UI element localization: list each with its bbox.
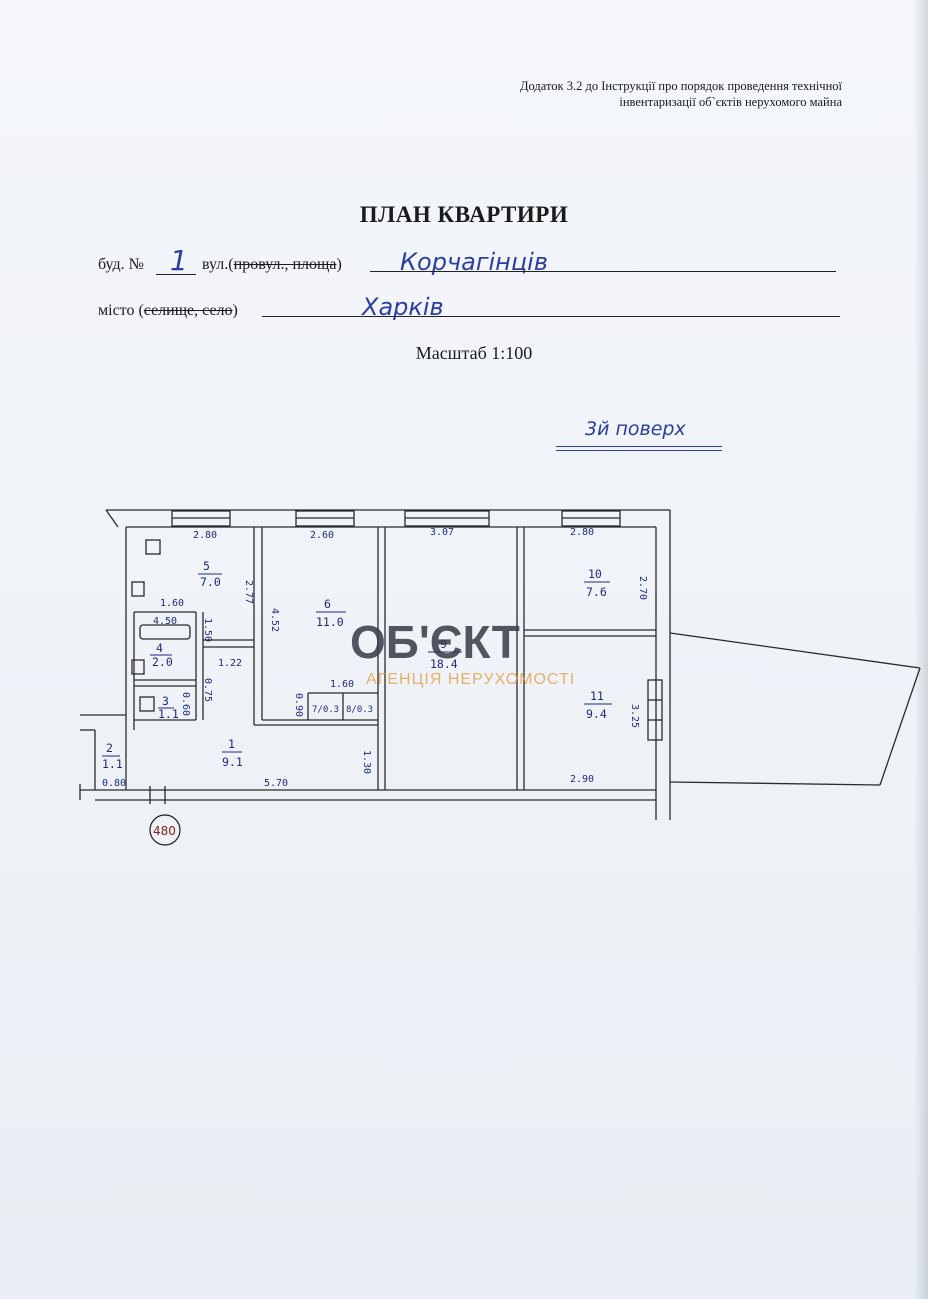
room-3: 3 1.1 bbox=[158, 694, 179, 721]
stamp-number: 480 bbox=[153, 824, 176, 838]
svg-text:7.6: 7.6 bbox=[586, 585, 607, 599]
svg-text:3: 3 bbox=[162, 694, 169, 708]
room-6: 6 11.0 bbox=[316, 597, 346, 629]
plan-rooms: 1 9.1 2 1.1 3 1.1 4 2.0 5 7 bbox=[102, 559, 612, 771]
svg-text:1.1: 1.1 bbox=[102, 757, 123, 771]
closet-8: 8/0.3 bbox=[346, 705, 373, 715]
svg-text:9.1: 9.1 bbox=[222, 755, 243, 769]
dim-top-4: 2.80 bbox=[570, 527, 594, 538]
city-underline bbox=[262, 316, 840, 317]
plan-dimensions: 2.80 2.60 3.07 2.80 1.60 4.50 1.22 1.60 … bbox=[102, 527, 648, 789]
dim-450: 4.50 bbox=[153, 616, 177, 627]
city-label: місто (селище, село) bbox=[98, 302, 238, 319]
building-number: 1 bbox=[170, 244, 188, 277]
svg-text:7.0: 7.0 bbox=[200, 575, 221, 589]
dim-277: 2.77 bbox=[243, 580, 254, 604]
dim-060: 0.60 bbox=[180, 692, 191, 716]
room-11: 11 9.4 bbox=[584, 689, 612, 721]
svg-text:11.0: 11.0 bbox=[316, 615, 344, 629]
page-title: ПЛАН КВАРТИРИ bbox=[359, 202, 569, 227]
annex-note: Додаток 3.2 до Інструкції про порядок пр… bbox=[422, 78, 842, 110]
annex-line-1: Додаток 3.2 до Інструкції про порядок пр… bbox=[520, 79, 842, 93]
floor-underline-1 bbox=[556, 446, 722, 447]
dim-452: 4.52 bbox=[269, 608, 280, 632]
svg-text:4: 4 bbox=[156, 641, 163, 655]
room-5: 5 7.0 bbox=[198, 559, 222, 589]
annex-line-2: інвентаризації об`єктів нерухомого майна bbox=[619, 95, 842, 109]
floor-underline-2 bbox=[556, 450, 722, 451]
dim-150: 1.50 bbox=[202, 618, 213, 642]
page-edge-shadow bbox=[914, 0, 928, 1299]
address-street-row: буд. № bbox=[98, 256, 144, 274]
scale-label: Масштаб 1:100 bbox=[415, 343, 533, 363]
watermark-brand: ОБ'ЄКТ bbox=[350, 616, 520, 668]
street-underline bbox=[370, 271, 836, 272]
svg-text:18.4: 18.4 bbox=[430, 657, 458, 671]
building-underline bbox=[156, 274, 196, 275]
dim-bottom-3: 2.90 bbox=[570, 774, 594, 785]
room-10: 10 7.6 bbox=[584, 567, 610, 599]
svg-text:11: 11 bbox=[590, 689, 604, 703]
svg-text:2.0: 2.0 bbox=[152, 655, 173, 669]
dim-bottom-2: 5.70 bbox=[264, 778, 288, 789]
svg-text:9: 9 bbox=[440, 637, 447, 651]
street-label: вул.(провул., площа) bbox=[202, 256, 342, 273]
svg-text:5: 5 bbox=[203, 559, 210, 573]
room-9: 9 18.4 bbox=[428, 637, 462, 671]
watermark-tagline: АГЕНЦІЯ НЕРУХОМОСТІ bbox=[366, 671, 575, 688]
svg-text:10: 10 bbox=[588, 567, 602, 581]
dim-075: 0.75 bbox=[202, 678, 213, 702]
svg-text:1.1: 1.1 bbox=[158, 707, 179, 721]
dim-160b: 1.60 bbox=[330, 679, 354, 690]
building-label: буд. № bbox=[98, 256, 144, 273]
dim-270: 2.70 bbox=[637, 576, 648, 600]
dim-130: 1.30 bbox=[361, 750, 372, 774]
city-label-struck: селище, село bbox=[143, 302, 233, 319]
plan-walls bbox=[79, 509, 921, 820]
inventory-stamp: 480 bbox=[149, 814, 181, 846]
room-1: 1 9.1 bbox=[222, 737, 243, 769]
dim-122: 1.22 bbox=[218, 658, 242, 669]
dim-top-2: 2.60 bbox=[310, 530, 334, 541]
svg-text:6: 6 bbox=[324, 597, 331, 611]
dim-160: 1.60 bbox=[160, 598, 184, 609]
svg-text:2: 2 bbox=[106, 741, 113, 755]
room-4: 4 2.0 bbox=[150, 641, 173, 669]
floor-label: 3й поверх bbox=[585, 418, 686, 440]
dim-325: 3.25 bbox=[629, 704, 640, 728]
street-label-struck: провул., площа bbox=[233, 256, 337, 273]
svg-text:9.4: 9.4 bbox=[586, 707, 607, 721]
dim-090: 0.90 bbox=[293, 693, 304, 717]
room-2: 2 1.1 bbox=[102, 741, 123, 771]
dim-top-1: 2.80 bbox=[193, 530, 217, 541]
closet-7: 7/0.3 bbox=[312, 705, 339, 715]
dim-top-3: 3.07 bbox=[430, 527, 454, 538]
watermark: ОБ'ЄКТ АГЕНЦІЯ НЕРУХОМОСТІ bbox=[350, 616, 575, 688]
dim-bottom-1: 0.80 bbox=[102, 778, 126, 789]
svg-text:1: 1 bbox=[228, 737, 235, 751]
